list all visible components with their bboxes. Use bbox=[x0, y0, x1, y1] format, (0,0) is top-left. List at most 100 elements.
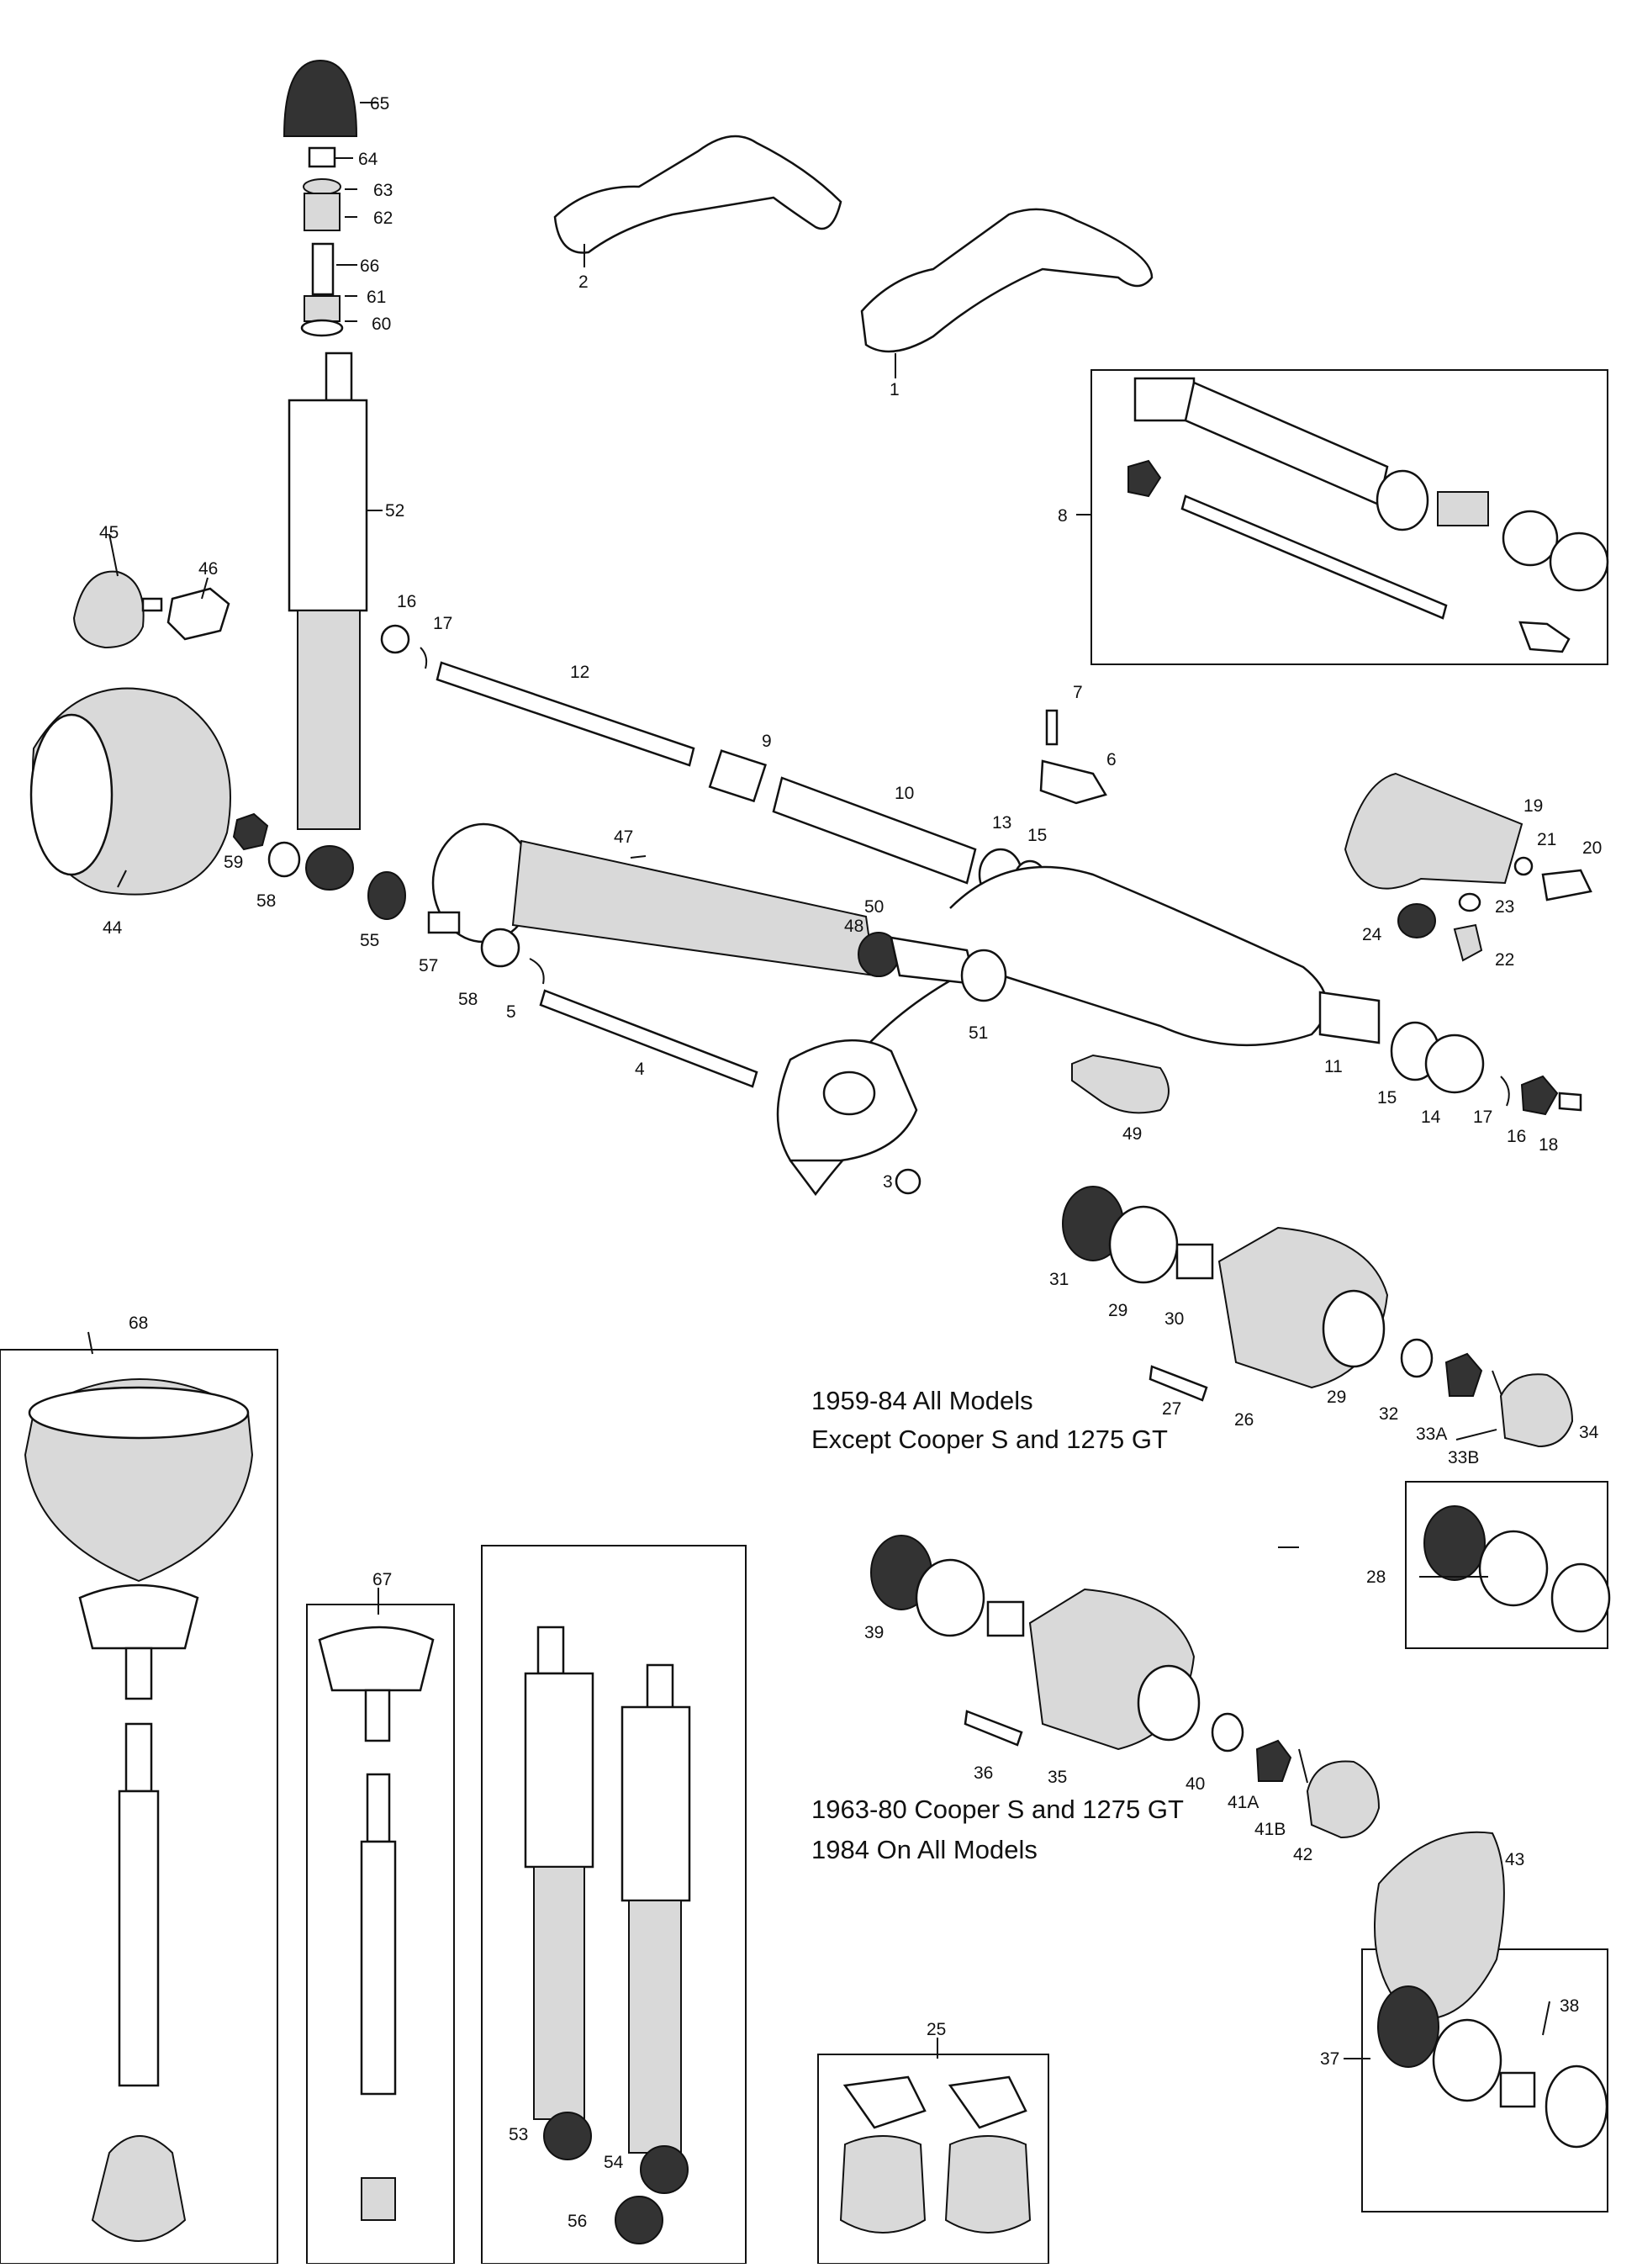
callout-16b: 16 bbox=[1507, 1127, 1526, 1146]
seal-37 bbox=[1377, 1985, 1439, 2068]
callout-6: 6 bbox=[1106, 750, 1117, 769]
strut-cup-68 bbox=[78, 1583, 199, 1650]
bearing-28a bbox=[1478, 1530, 1549, 1607]
pivot-nut-8 bbox=[1127, 459, 1162, 498]
callout-10: 10 bbox=[895, 784, 914, 803]
grease-cap-34 bbox=[1499, 1373, 1574, 1448]
cup-washer-60 bbox=[300, 319, 344, 337]
callout-52: 52 bbox=[385, 501, 404, 521]
callout-37: 37 bbox=[1320, 2049, 1339, 2069]
o-ring-3 bbox=[895, 1168, 921, 1195]
strut-stem-67 bbox=[364, 1689, 391, 1742]
callout-16a: 16 bbox=[397, 592, 416, 611]
callout-29b: 29 bbox=[1327, 1388, 1346, 1407]
tube-10 bbox=[772, 776, 977, 885]
callout-39: 39 bbox=[864, 1623, 884, 1642]
callout-61: 61 bbox=[367, 288, 386, 307]
washer-40 bbox=[1211, 1712, 1244, 1753]
strut-stem-68 bbox=[124, 1647, 153, 1700]
screw-7 bbox=[1045, 709, 1059, 746]
callout-18: 18 bbox=[1539, 1135, 1558, 1155]
caption-cooper-line1: 1963-80 Cooper S and 1275 GT bbox=[811, 1795, 1184, 1824]
callout-26: 26 bbox=[1234, 1410, 1254, 1430]
callout-22: 22 bbox=[1495, 950, 1514, 970]
callout-27: 27 bbox=[1162, 1399, 1181, 1419]
top-mount-stack bbox=[283, 59, 358, 337]
callout-1: 1 bbox=[890, 380, 900, 399]
callout-58b: 58 bbox=[458, 990, 478, 1009]
bush-51 bbox=[960, 949, 1007, 1002]
callout-60: 60 bbox=[372, 315, 391, 334]
callout-43: 43 bbox=[1505, 1850, 1524, 1869]
bush-62 bbox=[304, 193, 341, 231]
screw-20 bbox=[1541, 869, 1592, 901]
lock-ring-17b bbox=[1500, 1076, 1510, 1107]
nut-64 bbox=[308, 146, 336, 168]
callout-68: 68 bbox=[129, 1314, 148, 1333]
callout-56: 56 bbox=[568, 2212, 587, 2231]
washer-32 bbox=[1400, 1338, 1434, 1378]
spacer-66 bbox=[311, 242, 335, 296]
bearing-29b bbox=[1322, 1289, 1386, 1368]
callout-58a: 58 bbox=[256, 891, 276, 911]
cone-68-rim bbox=[28, 1386, 250, 1440]
callout-36: 36 bbox=[974, 1763, 993, 1783]
callout-25: 25 bbox=[927, 2020, 946, 2039]
shock-53-stem bbox=[536, 1626, 565, 1675]
callout-4: 4 bbox=[635, 1060, 645, 1079]
callout-48: 48 bbox=[844, 917, 863, 936]
disc-43 bbox=[1374, 1831, 1505, 2021]
callout-66: 66 bbox=[360, 256, 379, 276]
callout-19: 19 bbox=[1523, 796, 1543, 816]
strut-base-68 bbox=[91, 2135, 187, 2242]
callout-3: 3 bbox=[883, 1172, 893, 1192]
bearing-35b bbox=[1137, 1664, 1201, 1742]
callout-31: 31 bbox=[1049, 1270, 1069, 1289]
bump-stop-25a bbox=[839, 2135, 927, 2234]
callout-labels: 65 64 63 62 66 61 60 52 2 1 8 45 46 16 1… bbox=[99, 94, 1602, 2231]
callout-54: 54 bbox=[604, 2153, 624, 2172]
callout-7: 7 bbox=[1073, 683, 1083, 702]
callout-62: 62 bbox=[373, 209, 393, 228]
callout-21: 21 bbox=[1537, 830, 1556, 849]
tie-rod-47 bbox=[511, 839, 876, 977]
strut-bush-67 bbox=[361, 2177, 396, 2221]
callout-20: 20 bbox=[1582, 838, 1602, 858]
callout-63: 63 bbox=[373, 181, 393, 200]
knuckle-stem-45 bbox=[141, 597, 163, 612]
nut-16 bbox=[380, 624, 410, 654]
strut-rod-68 bbox=[124, 1722, 153, 1793]
strut-rod-67 bbox=[366, 1773, 391, 1843]
pivot-tube-8 bbox=[1184, 381, 1389, 506]
dust-cap-65 bbox=[283, 59, 358, 137]
bracket-19 bbox=[1344, 772, 1523, 890]
bump-stop-25b bbox=[944, 2135, 1032, 2234]
callout-59: 59 bbox=[224, 853, 243, 872]
callout-41a: 41A bbox=[1228, 1793, 1259, 1812]
callout-51: 51 bbox=[969, 1023, 988, 1043]
callout-23: 23 bbox=[1495, 897, 1514, 917]
pivot-sleeve-8b bbox=[1437, 491, 1489, 526]
washer-23 bbox=[1458, 892, 1481, 912]
callout-57: 57 bbox=[419, 956, 438, 975]
upper-arm-1 bbox=[860, 208, 1154, 353]
spacer-30 bbox=[1175, 1243, 1214, 1280]
washer-58a bbox=[267, 841, 301, 878]
callout-33b: 33B bbox=[1448, 1448, 1479, 1467]
bearing-kit-28-box bbox=[1405, 1481, 1608, 1649]
rubber-cone-44 bbox=[29, 687, 231, 896]
spacer-46 bbox=[166, 587, 230, 641]
grease-cap-42 bbox=[1306, 1760, 1381, 1839]
pivot-sleeve-8a bbox=[1133, 377, 1196, 422]
washer-14 bbox=[1424, 1034, 1485, 1094]
split-pin-41b bbox=[1298, 1748, 1308, 1784]
callout-2: 2 bbox=[578, 272, 589, 292]
ball-joint-49 bbox=[1071, 1054, 1170, 1114]
callout-65: 65 bbox=[370, 94, 389, 114]
shock-53-eye bbox=[543, 2112, 592, 2160]
bearing-38a bbox=[1432, 2018, 1502, 2102]
callout-14: 14 bbox=[1421, 1108, 1441, 1127]
nut-41a bbox=[1255, 1739, 1292, 1782]
pivot-kit-8-parts bbox=[1127, 377, 1609, 653]
